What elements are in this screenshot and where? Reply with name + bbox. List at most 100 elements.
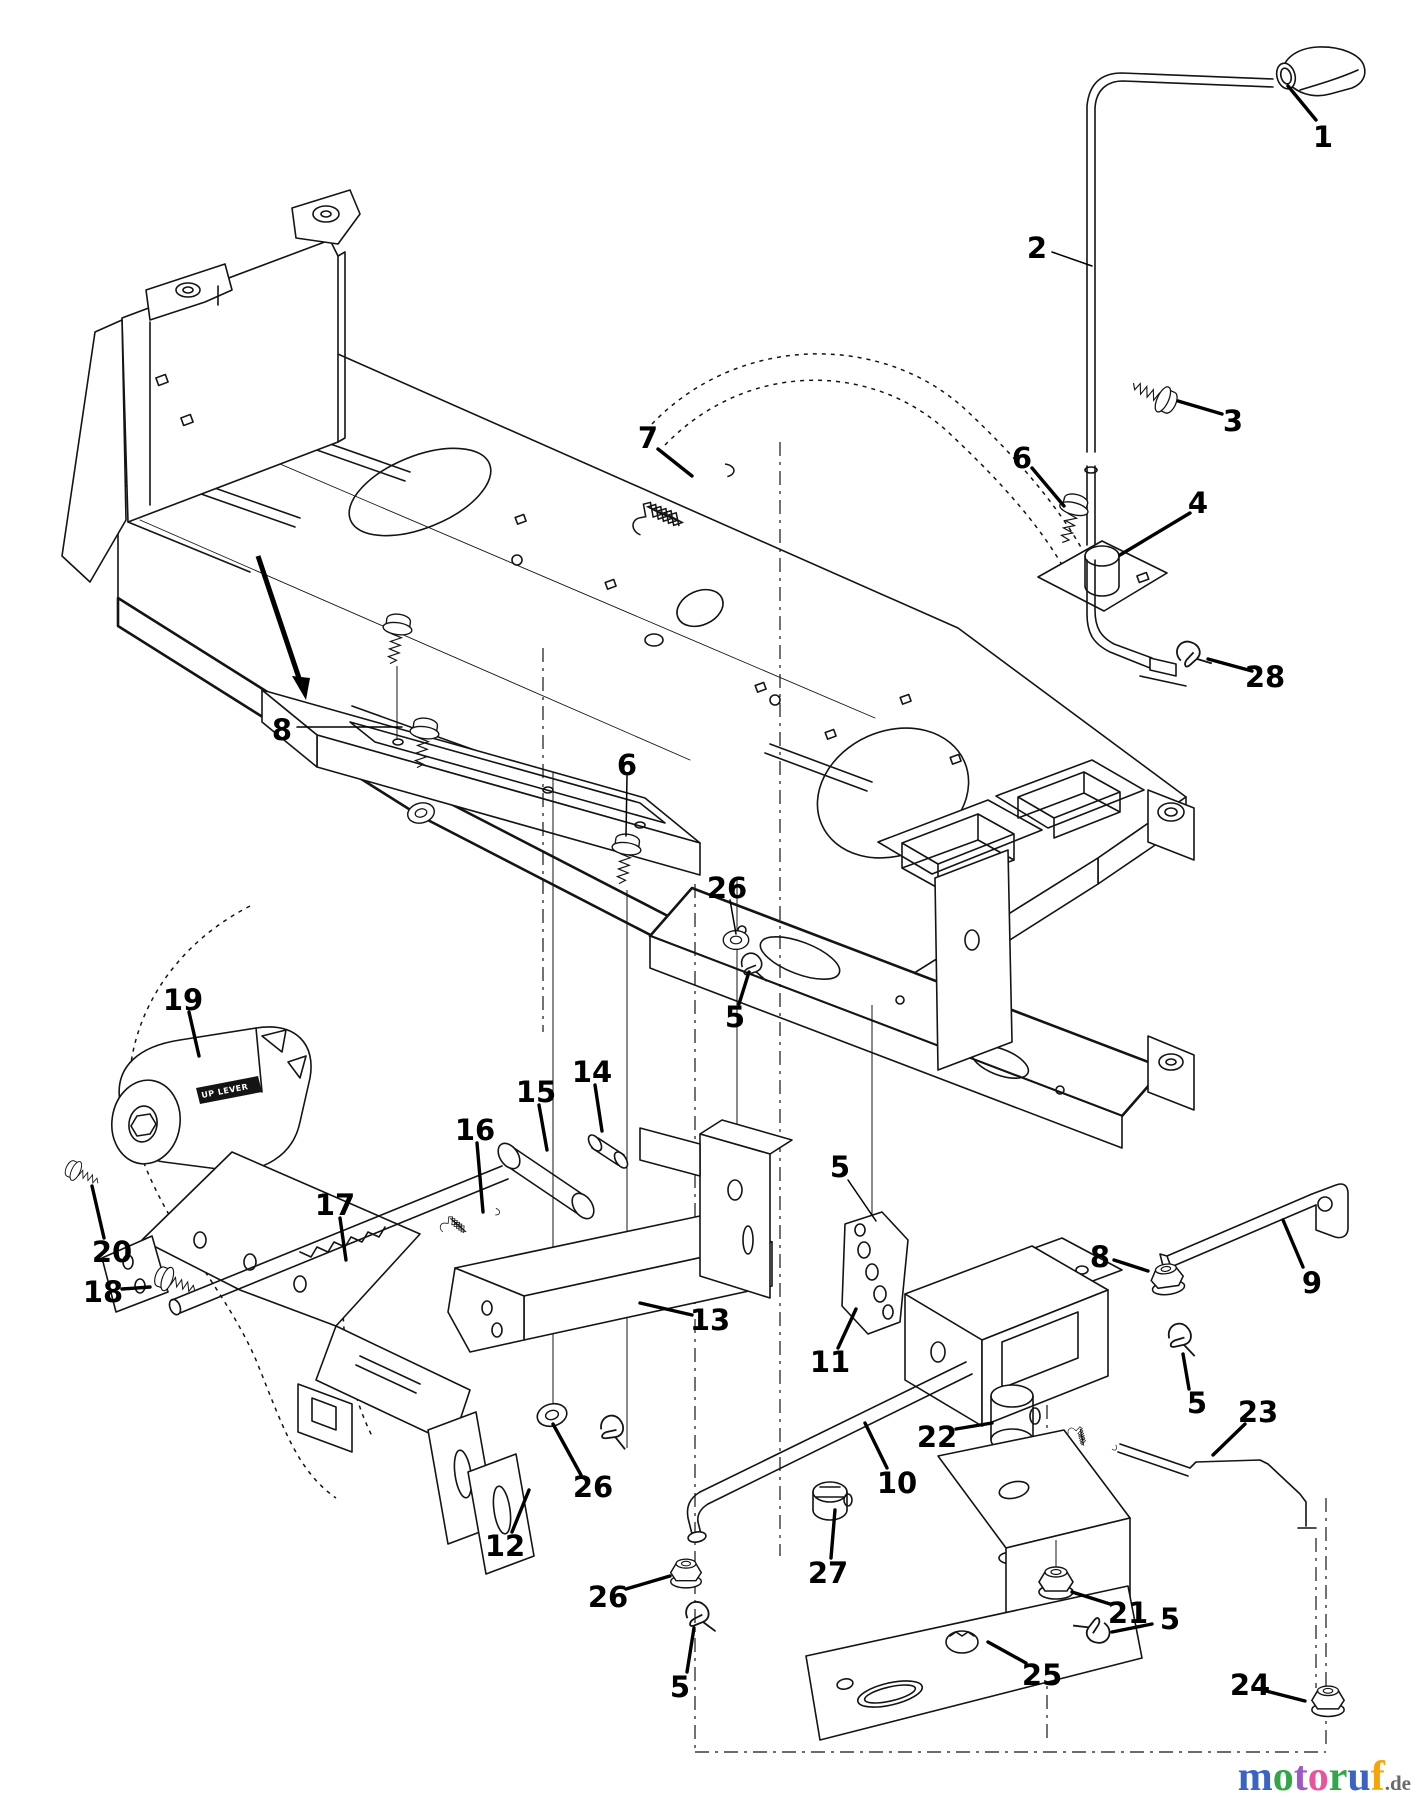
part-label-26: 26 [573, 1470, 613, 1504]
bolt-3 [1126, 372, 1182, 419]
leader-part-28 [1206, 657, 1254, 673]
leader-part-19 [187, 1010, 201, 1058]
clip-5-right [1163, 1319, 1205, 1358]
lift-rod-10 [686, 1361, 973, 1543]
leader-part-7 [656, 447, 694, 478]
part-label-2: 2 [1027, 231, 1047, 265]
part-label-6: 6 [1012, 441, 1032, 475]
watermark-letter: o [1307, 1754, 1329, 1800]
spacer-15 [503, 1147, 589, 1215]
watermark-letter: o [1272, 1754, 1294, 1800]
part-label-25: 25 [1022, 1658, 1062, 1692]
leader-part-26 [729, 899, 737, 935]
leader-part-6 [625, 775, 628, 837]
watermark-letter: t [1293, 1754, 1308, 1800]
leader-part-5 [847, 1179, 877, 1222]
clip-28 [1174, 636, 1213, 670]
part-label-15: 15 [516, 1075, 556, 1109]
leader-part-27 [829, 1508, 837, 1560]
leader-part-6 [1030, 466, 1066, 508]
leader-part-24 [1264, 1689, 1307, 1703]
part-label-10: 10 [877, 1466, 917, 1500]
lift-handle-assembly [1037, 46, 1366, 687]
part-label-5: 5 [670, 1670, 690, 1704]
part-label-5: 5 [830, 1150, 850, 1184]
seat-support-bracket [61, 189, 361, 583]
part-label-21: 21 [1108, 1596, 1148, 1630]
spring-16 [437, 1198, 503, 1241]
leader-part-5 [1110, 1622, 1154, 1634]
clip-5-lower [682, 1599, 721, 1633]
part-label-9: 9 [1302, 1266, 1322, 1300]
part-label-6: 6 [617, 748, 637, 782]
tension-rod-23 [1065, 1423, 1317, 1688]
part-label-3: 3 [1223, 404, 1243, 438]
watermark-letter: f [1370, 1754, 1385, 1800]
part-label-8: 8 [272, 713, 292, 747]
leader-part-1 [1286, 84, 1318, 122]
leader-part-2 [1051, 251, 1093, 267]
bushing-27 [812, 1481, 853, 1521]
part-label-26: 26 [588, 1580, 628, 1614]
part-label-27: 27 [808, 1556, 848, 1590]
part-label-24: 24 [1230, 1668, 1270, 1702]
lift-channel-13 [447, 929, 793, 1353]
part-label-4: 4 [1188, 486, 1208, 520]
callout-layer: 1236428786265192018171615141311522108923… [83, 84, 1333, 1704]
nut-8 [1148, 1261, 1187, 1298]
leader-part-14 [593, 1083, 604, 1133]
watermark-word: motoruf [1238, 1754, 1385, 1800]
leader-part-12 [510, 1488, 531, 1534]
part-label-17: 17 [315, 1188, 355, 1222]
leader-part-5 [685, 1626, 696, 1674]
deck-mounting-bolts [255, 555, 644, 887]
leader-part-9 [1281, 1218, 1305, 1269]
watermark-logo[interactable]: motoruf.de [1238, 1756, 1411, 1798]
leader-part-13 [638, 1301, 694, 1317]
part-label-13: 13 [690, 1303, 730, 1337]
nut-26-lower [669, 1558, 703, 1589]
leader-part-17 [338, 1216, 348, 1262]
insertion-arrow [255, 555, 306, 691]
part-label-26: 26 [707, 871, 747, 905]
leader-part-22 [954, 1421, 994, 1431]
part-label-11: 11 [810, 1345, 850, 1379]
handle-grip [1282, 46, 1366, 97]
leader-part-26 [624, 1574, 672, 1591]
leader-part-5 [1181, 1352, 1191, 1391]
insertion-arrowhead [292, 676, 310, 700]
leader-part-20 [90, 1184, 106, 1240]
part-label-12: 12 [485, 1529, 525, 1563]
part-label-22: 22 [917, 1420, 957, 1454]
part-label-5: 5 [1187, 1386, 1207, 1420]
axle-channel-pockets [877, 759, 1195, 889]
idler-bracket-25 [805, 1429, 1143, 1741]
leader-part-8 [1112, 1258, 1150, 1273]
watermark-letter: r [1328, 1754, 1348, 1800]
bumper-bar [261, 689, 701, 876]
clip-5-mid [594, 1411, 637, 1451]
lift-link-11 [841, 1211, 909, 1335]
leader-part-18 [120, 1285, 152, 1291]
part-label-7: 7 [638, 421, 658, 455]
pivot-plate [1037, 540, 1168, 612]
leader-part-21 [1070, 1590, 1112, 1606]
leader-part-4 [1118, 511, 1192, 557]
watermark-letter: u [1347, 1754, 1371, 1800]
lever-arm-assembly [101, 1134, 637, 1575]
leader-part-11 [836, 1307, 858, 1350]
part-label-1: 1 [1313, 120, 1333, 154]
part-label-19: 19 [163, 983, 203, 1017]
watermark-suffix: .de [1384, 1771, 1411, 1795]
part-label-5: 5 [725, 1000, 745, 1034]
part-label-5: 5 [1160, 1602, 1180, 1636]
part-label-18: 18 [83, 1275, 123, 1309]
knob-label-strip [196, 1076, 262, 1104]
part-label-23: 23 [1238, 1395, 1278, 1429]
lower-frame-rail [648, 849, 1195, 1149]
leader-part-15 [537, 1103, 549, 1152]
leader-part-10 [863, 1421, 889, 1470]
leader-part-3 [1176, 399, 1224, 416]
